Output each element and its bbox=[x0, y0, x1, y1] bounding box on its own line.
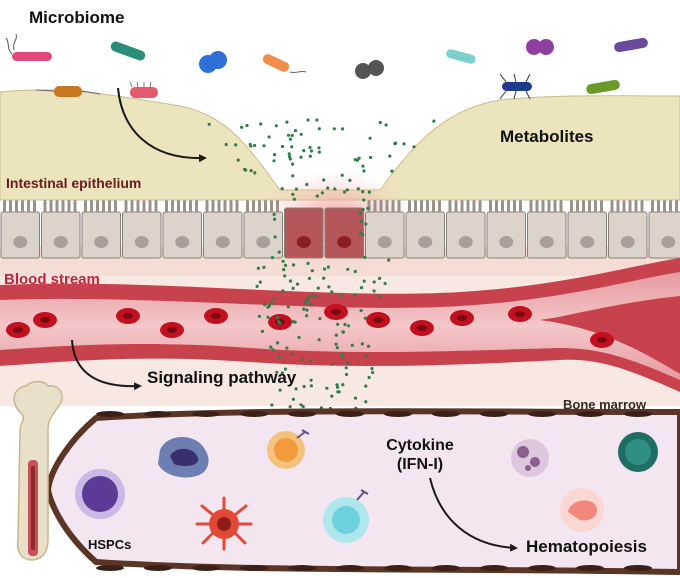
red-blood-cell-icon bbox=[590, 332, 614, 348]
bacterium-orange-2 bbox=[262, 54, 307, 74]
neutrophil-cell bbox=[618, 432, 658, 472]
epithelial-cell bbox=[648, 200, 680, 259]
cytokine-title: Cytokine bbox=[386, 437, 454, 454]
bone-marrow-label: Bone marrow bbox=[563, 397, 647, 412]
erythroblast-cell bbox=[560, 488, 604, 532]
red-blood-cell-icon bbox=[366, 312, 390, 328]
red-blood-cell-icon bbox=[6, 322, 30, 338]
immune-cell-icon bbox=[75, 429, 658, 551]
bacterium-blue bbox=[199, 51, 227, 73]
red-blood-cell-icon bbox=[324, 304, 348, 320]
bone-icon bbox=[13, 380, 63, 561]
epithelial-cell bbox=[0, 200, 40, 259]
epithelial-cell bbox=[486, 200, 526, 259]
red-blood-cell-icon bbox=[160, 322, 184, 338]
epithelial-cell bbox=[122, 200, 162, 259]
epithelial-cell bbox=[81, 200, 121, 259]
bacterium-green bbox=[586, 79, 620, 95]
intestinal-epithelium-label: Intestinal epithelium bbox=[6, 175, 142, 191]
metabolite-dots-icon bbox=[207, 118, 436, 414]
bacterium-pink bbox=[5, 33, 52, 61]
granulocyte-cell bbox=[511, 439, 549, 477]
bacterium-salmon bbox=[129, 81, 158, 98]
red-blood-cell-icon bbox=[450, 310, 474, 326]
blood-vessel-branch bbox=[545, 296, 680, 352]
bacteria-icon bbox=[5, 33, 648, 100]
blood-stream-label: Blood stream bbox=[4, 271, 100, 288]
lymphocyte-cell-1 bbox=[267, 429, 310, 469]
bacterium-violet bbox=[614, 37, 648, 53]
epithelial-cell bbox=[608, 200, 648, 259]
hspc-cell bbox=[75, 469, 125, 519]
marrow-border-cells bbox=[96, 411, 652, 571]
epithelial-cell bbox=[365, 200, 405, 259]
arrow-cytokine-to-hematopoiesis bbox=[429, 477, 518, 552]
microbiome-label: Microbiome bbox=[29, 8, 125, 27]
intestinal-epithelium bbox=[0, 200, 680, 259]
red-blood-cell-icon bbox=[204, 308, 228, 324]
epithelial-cell bbox=[527, 200, 567, 259]
cytokine-label: Cytokine (IFN-I) bbox=[372, 436, 468, 474]
epithelial-cell bbox=[567, 200, 607, 259]
red-blood-cell-icon bbox=[33, 312, 57, 328]
bacterium-orange bbox=[35, 86, 101, 97]
epithelial-cell bbox=[405, 200, 445, 259]
hematopoiesis-label: Hematopoiesis bbox=[526, 537, 647, 556]
macrophage-cell bbox=[195, 496, 253, 551]
epithelial-cell bbox=[243, 200, 283, 259]
damaged-epithelial-cell bbox=[284, 207, 324, 259]
lymphocyte-cell-2 bbox=[323, 489, 369, 543]
blood-vessel bbox=[0, 258, 680, 392]
epithelial-cell bbox=[446, 200, 486, 259]
bacterium-teal bbox=[110, 41, 146, 61]
metabolites-label: Metabolites bbox=[500, 127, 594, 146]
bacterium-gray bbox=[355, 60, 384, 79]
red-blood-cell-icon bbox=[508, 306, 532, 322]
monocyte-cell bbox=[158, 437, 209, 478]
signaling-pathway-label: Signaling pathway bbox=[147, 368, 297, 387]
damaged-epithelial-cell bbox=[324, 207, 364, 259]
bacterium-purple bbox=[526, 39, 554, 55]
bacterium-navy bbox=[499, 73, 532, 100]
epithelial-cell bbox=[162, 200, 202, 259]
arrow-microbiome-to-epithelium bbox=[117, 87, 207, 163]
epithelial-cell bbox=[203, 200, 243, 259]
arrow-to-signaling bbox=[71, 339, 142, 391]
bacterium-cyan bbox=[446, 49, 476, 64]
red-blood-cell-icon bbox=[116, 308, 140, 324]
blood-vessel-lumen bbox=[0, 272, 680, 380]
cytokine-subtitle: (IFN-I) bbox=[396, 456, 444, 474]
epithelial-cell bbox=[41, 200, 81, 259]
hspcs-label: HSPCs bbox=[88, 537, 132, 552]
red-blood-cell-icon bbox=[410, 320, 434, 336]
